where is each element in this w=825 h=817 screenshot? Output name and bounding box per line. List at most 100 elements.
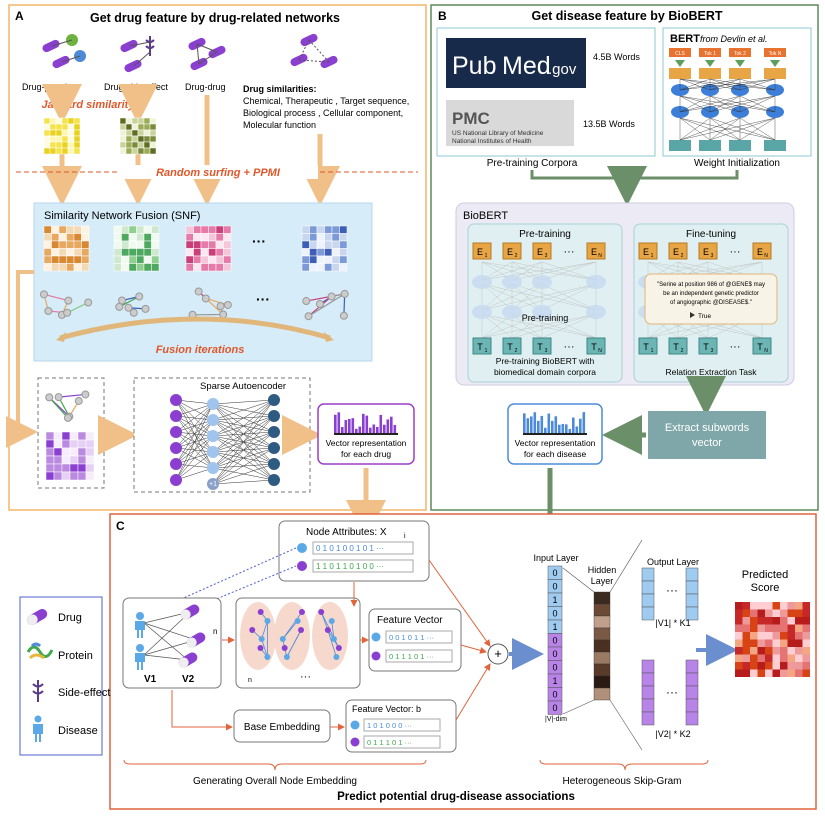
matrix-cell (223, 233, 232, 242)
heatmap-cell (802, 639, 810, 647)
matrix-cell (151, 255, 160, 264)
matrix-cell (208, 248, 217, 257)
ae-edge (212, 447, 275, 485)
matrix-cell (223, 240, 232, 249)
sum-circle (487, 643, 509, 665)
matrix-cell (49, 135, 57, 143)
heatmap-cell (750, 609, 758, 617)
hist-bar (358, 426, 362, 434)
matrix-cell (309, 225, 318, 234)
bio-edge (481, 283, 513, 311)
fusion-arrow-right (324, 332, 334, 342)
matrix-cell (136, 240, 145, 249)
matrix-cell (215, 248, 224, 257)
hist-bar (572, 417, 575, 434)
hidden-cell (593, 603, 611, 617)
heatmap-cell (780, 662, 788, 670)
fvb-bits-2: 0 1 1 1 0 1 ··· (367, 738, 412, 747)
pmc-words: 13.5B Words (583, 119, 635, 129)
jaccard-matrix-drug-side-effect (119, 117, 157, 155)
hist-bar (334, 414, 337, 434)
fv-bits-1: 0 0 1 0 1 1 ··· (389, 633, 434, 642)
matrix-cell (61, 447, 71, 457)
matrix-cell (58, 240, 67, 249)
matrix-cell (113, 233, 122, 242)
input-bit: 0 (552, 568, 557, 578)
heatmap-cell (750, 669, 758, 677)
matrix-cell (143, 225, 152, 234)
bert-edge (709, 117, 776, 141)
matrix-cell (185, 248, 194, 257)
hidden-cell (593, 615, 611, 629)
heatmap-cell (750, 647, 758, 655)
bio-e-box (698, 242, 718, 260)
bipartite-graph-box (122, 597, 222, 689)
matrix-cell (223, 263, 232, 272)
matrix-cell (69, 447, 79, 457)
fv-to-sum (460, 644, 487, 654)
neighborhood-node (328, 618, 335, 624)
matrix-cell (125, 117, 133, 125)
feature-vector-label: Feature Vector (377, 615, 443, 626)
bert-edge (679, 78, 741, 91)
heatmap-cell (772, 624, 780, 632)
pmc-sub-2: National Institutes of Health (452, 138, 532, 145)
matrix-cell (131, 135, 139, 143)
bio-ellipsis: ··· (564, 341, 575, 353)
bio-e-sub: 1 (651, 253, 654, 259)
ae-hidden-node (207, 446, 219, 458)
pubmed-logo-gov: .gov (548, 61, 577, 78)
matrix-cell (143, 263, 152, 272)
matrix-cell (143, 135, 151, 143)
hist-bar (362, 413, 365, 434)
bert-arrow (735, 60, 745, 67)
matrix-cell (215, 225, 224, 234)
matrix-cell (128, 255, 137, 264)
bert-e-box (764, 68, 786, 79)
heatmap-cell (742, 662, 750, 670)
input-bit: 0 (552, 690, 557, 700)
matrix-cell (43, 135, 51, 143)
jaccard-similarity-label: Jaccard similarity (42, 99, 136, 111)
input-bit: 0 (552, 703, 557, 713)
pubmed-logo (446, 38, 586, 88)
panel-c-letter: C (116, 519, 125, 533)
corpora-join-line (530, 170, 739, 180)
bio-e-label: E (643, 247, 649, 257)
heatmap-cell (780, 624, 788, 632)
neighborhood-edge (261, 620, 268, 640)
bio-e-label: E (703, 247, 709, 257)
graph-node (315, 300, 324, 309)
matrix-cell (131, 129, 139, 137)
matrix-cell (45, 455, 55, 465)
output-cell (641, 567, 655, 582)
bipartite-edge (143, 622, 197, 641)
heatmap-cell (750, 617, 758, 625)
finetuning-label: Fine-tuning (686, 229, 736, 240)
matrix-cell (208, 233, 217, 242)
v2-label: V2 (182, 674, 195, 685)
matrix-cell (73, 248, 82, 257)
heatmap-cell (787, 669, 795, 677)
attr-link-1 (169, 547, 297, 605)
bio-e-sub: 3 (545, 253, 548, 259)
matrix-cell (200, 233, 209, 242)
network-label-drug-side-effect: Drug-side-effect (104, 82, 168, 92)
matrix-cell (113, 255, 122, 264)
matrix-cell (61, 117, 69, 125)
bio-edge (511, 261, 597, 281)
neighborhood-node (335, 645, 342, 651)
matrix-cell (43, 248, 52, 257)
bio-edge (541, 261, 597, 281)
ft-quote-3: of angiographic @DISEASE$." (670, 300, 752, 306)
ae-edge (175, 399, 214, 405)
ae-output-node (268, 442, 280, 454)
bio-t-label: T (643, 342, 649, 352)
hist-bar (348, 418, 351, 434)
bio-e-box (532, 242, 552, 260)
matrix-cell (136, 255, 145, 264)
ae-edge (175, 403, 214, 417)
bio-t-box (638, 337, 658, 355)
